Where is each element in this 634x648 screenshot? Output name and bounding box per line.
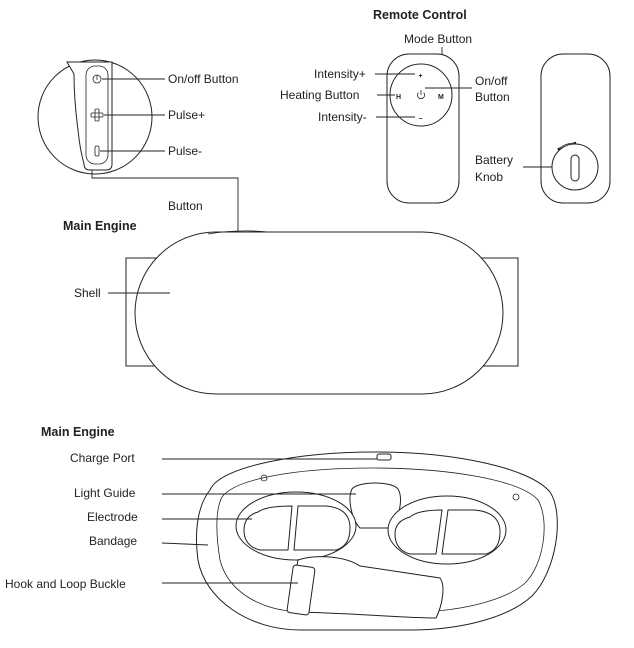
intensity-minus-key: − [419,116,423,123]
bandage-leader [161,542,209,546]
hook-loop-label: Hook and Loop Buckle [5,577,126,591]
button-callout-leader [91,170,239,231]
engine-bottom-title: Main Engine [41,425,115,439]
button-label: Button [168,199,203,213]
engine-inner-rim [216,467,545,613]
bandage-label: Bandage [89,534,137,548]
shell-label: Shell [74,286,101,300]
electrode-left [235,491,357,561]
onoff-button-label: On/off Button [168,72,239,86]
engine-top-title: Main Engine [63,219,137,233]
hook-loop-buckle [287,556,444,619]
light-guide-label: Light Guide [74,486,136,500]
engine-shell [134,231,504,395]
screw-right [512,493,520,501]
side-detail-panel [66,61,113,171]
intensity-plus-label: Intensity+ [314,67,366,81]
screw-left [260,474,268,482]
charge-port [376,453,392,461]
power-icon [417,90,425,100]
electrode-right [387,495,507,565]
remote-title: Remote Control [373,8,467,22]
unlock-arrow-icon [557,141,577,151]
onoff-icon [92,74,102,84]
battery-knob-label-2: Knob [475,170,503,184]
pulse-minus-icon [94,145,100,157]
pulse-plus-label: Pulse+ [168,108,205,122]
mode-key: M [438,94,444,101]
pulse-minus-label: Pulse- [168,144,202,158]
buckle-ring [286,564,316,616]
intensity-minus-label: Intensity- [318,110,367,124]
intensity-plus-key: + [419,73,423,80]
top-button [207,230,269,235]
pulse-plus-icon [90,108,104,122]
remote-onoff-label-2: Button [475,90,510,104]
battery-knob-slot [570,154,580,182]
mode-button-label: Mode Button [404,32,472,46]
heating-key: H [396,94,401,101]
heating-button-label: Heating Button [280,88,359,102]
remote-onoff-label-1: On/off [475,74,508,88]
battery-knob-label-1: Battery [475,153,513,167]
electrode-label: Electrode [87,510,138,524]
charge-port-label: Charge Port [70,451,135,465]
